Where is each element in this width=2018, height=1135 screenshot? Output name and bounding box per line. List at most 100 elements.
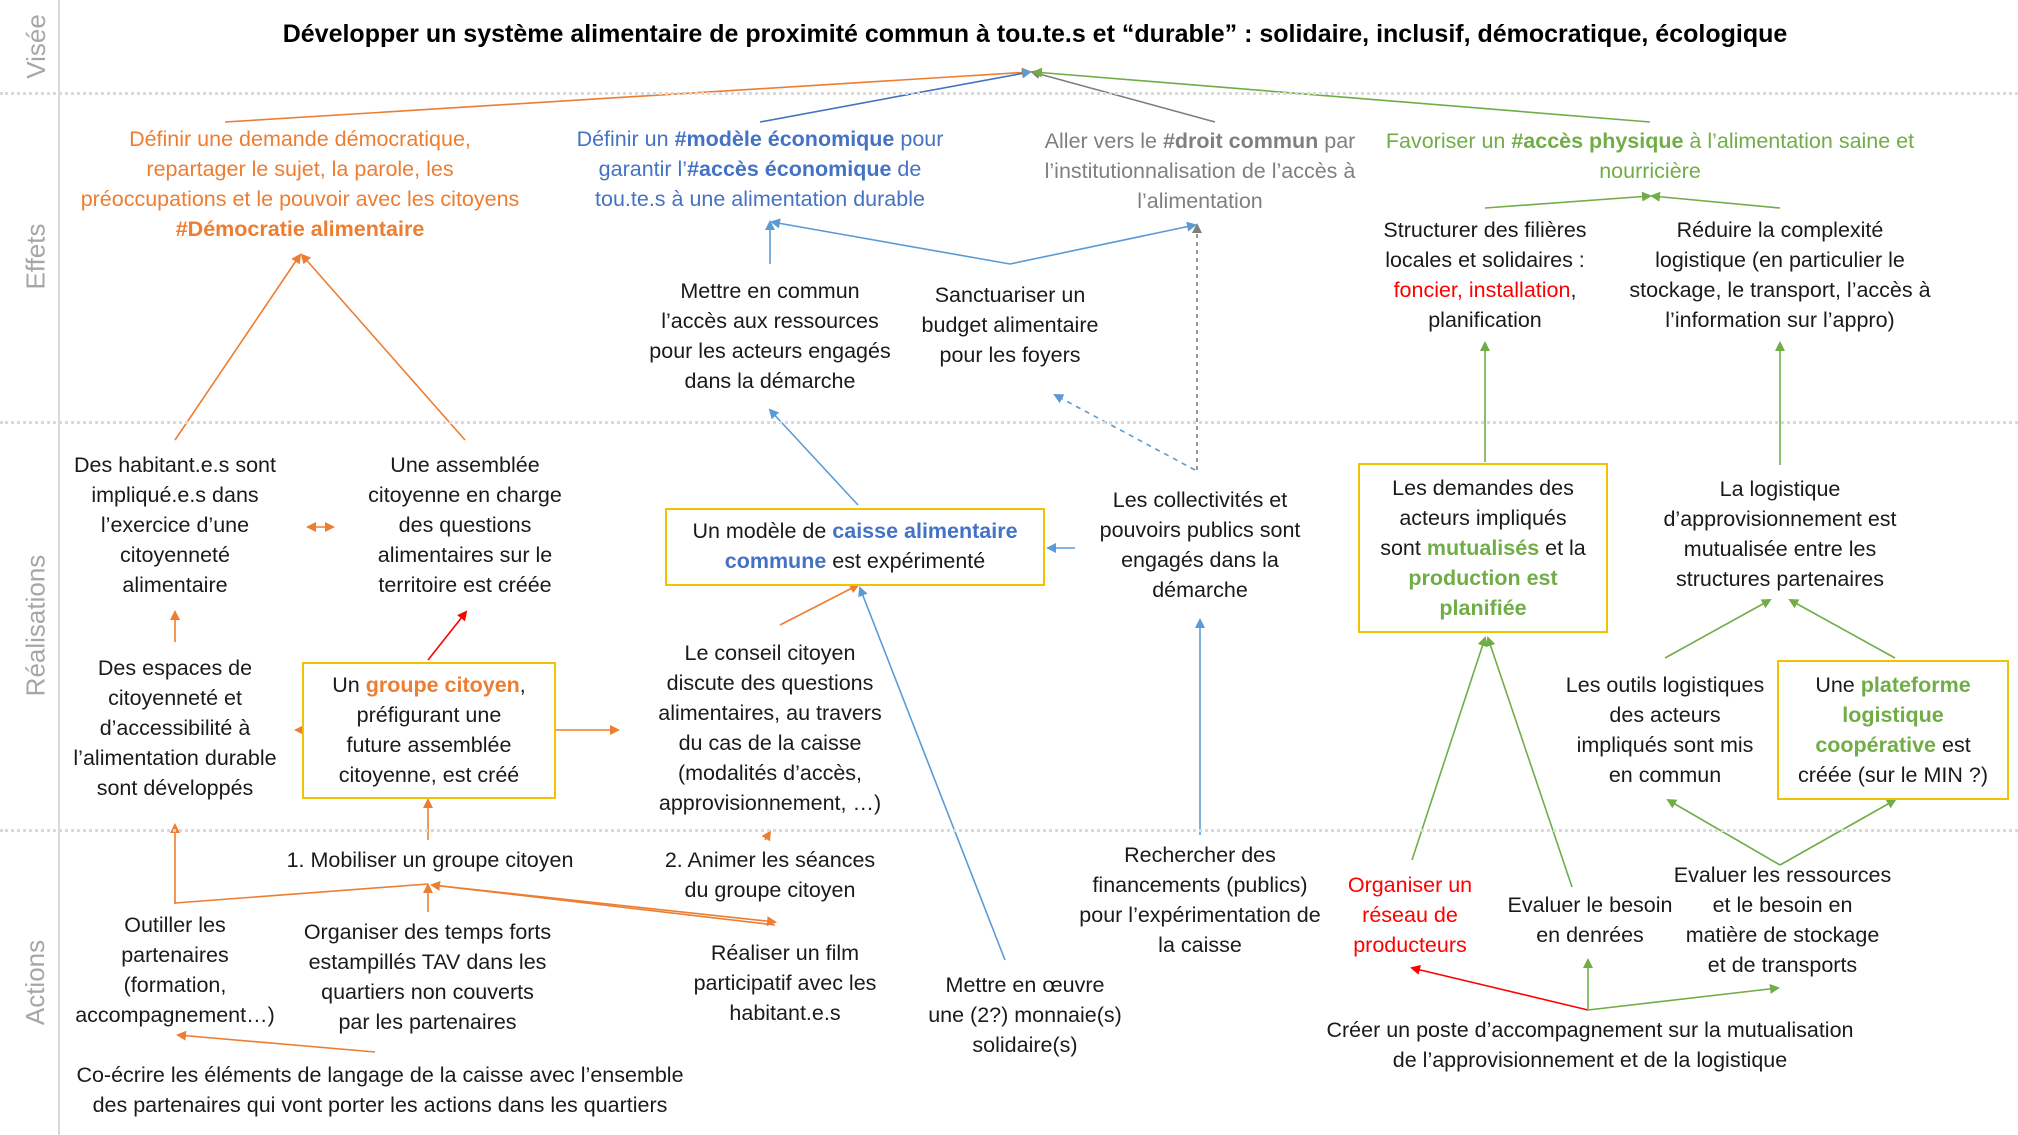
action-film-line1: Réaliser un film (710, 941, 860, 965)
effet-economique-line2: garantir l’#accès économique de (598, 157, 922, 181)
realisation-habitants-line1: Des habitant.e.s sont (74, 453, 276, 477)
action-stockage-line3: matière de stockage (1685, 923, 1880, 947)
realisation-demandes-mutualisees-box: Les demandes des acteurs impliqués sont … (1358, 463, 1608, 633)
realisation-outils-line4: en commun (1608, 763, 1722, 787)
realisation-assemblee-line4: alimentaires sur le (377, 543, 553, 567)
effet-filieres-line2: locales et solidaires : (1385, 248, 1585, 272)
action-film-participatif: Réaliser un film participatif avec les h… (660, 938, 910, 1028)
action-temps-line3: quartiers non couverts (321, 980, 534, 1004)
realisation-assemblee-line3: des questions (398, 513, 532, 537)
action-temps-line1: Organiser des temps forts (303, 920, 552, 944)
realisation-conseil-line3: alimentaires, au travers (658, 701, 882, 725)
effet-ressources-line1: Mettre en commun (680, 279, 860, 303)
arrow-stockage-to-plateforme (1779, 799, 1897, 866)
realisation-collectivites-line4: démarche (1152, 578, 1248, 602)
realisation-plateforme-line3: coopérative est (1815, 733, 1971, 757)
realisation-habitants-line4: citoyenneté (120, 543, 230, 567)
realisation-caisse-alimentaire-box: Un modèle de caisse alimentaire commune … (665, 508, 1045, 586)
effet-droit-line3: l’alimentation (1137, 189, 1263, 213)
band-label-visee: Visée (20, 13, 51, 79)
arrow-plateforme-to-logistique (1788, 599, 1896, 659)
action-temps-line2: estampillés TAV dans les (308, 950, 547, 974)
realisation-conseil-line4: du cas de la caisse (678, 731, 862, 755)
realisation-logistique-line2: d’approvisionnement est (1663, 507, 1897, 531)
action-financements-line1: Rechercher des (1124, 843, 1276, 867)
realisation-plateforme-line2: logistique (1842, 703, 1944, 727)
action-mobiliser-groupe: 1. Mobiliser un groupe citoyen (286, 848, 574, 872)
realisation-espaces-line1: Des espaces de (97, 656, 253, 680)
effet-complexite-line2: logistique (en particulier le (1655, 248, 1905, 272)
realisation-conseil-line2: discute des questions (666, 671, 874, 695)
realisation-assemblee-citoyenne: Une assemblée citoyenne en charge des qu… (340, 450, 590, 600)
action-financements-line2: financements (publics) (1092, 873, 1308, 897)
realisation-demandes-line5: planifiée (1439, 596, 1527, 620)
realisation-logistique-line1: La logistique (1719, 477, 1841, 501)
effet-democratie-alimentaire: Définir une demande démocratique, repart… (60, 124, 540, 244)
arrow-budget-to-economique (770, 218, 1011, 265)
effet-ressources-line4: dans la démarche (684, 369, 856, 393)
effet-democratie-line2: repartager le sujet, la parole, les (146, 157, 454, 181)
effet-acces-physique: Favoriser un #accès physique à l’aliment… (1360, 126, 1940, 186)
effet-complexite-line1: Réduire la complexité (1676, 218, 1884, 242)
realisation-espaces-citoyennete: Des espaces de citoyenneté et d’accessib… (60, 653, 290, 803)
action-coecrire-elements-langage: Co-écrire les éléments de langage de la … (60, 1060, 700, 1120)
action-film-line3: habitant.e.s (729, 1001, 841, 1025)
action-financements-line3: pour l’expérimentation de (1079, 903, 1321, 927)
realisation-plateforme-line1: Une plateforme (1815, 673, 1971, 697)
realisation-collectivites-line2: pouvoirs publics sont (1099, 518, 1301, 542)
realisation-groupe-line3: future assemblée (346, 733, 512, 757)
realisation-outils-line2: des acteurs (1609, 703, 1721, 727)
realisation-conseil-line5: (modalités d’accès, (677, 761, 863, 785)
arrow-budget-to-droit (1009, 221, 1197, 265)
realisation-logistique-line3: mutualisée entre les (1683, 537, 1877, 561)
arrow-habitants-to-democratie (174, 253, 302, 441)
realisation-collectivites-line1: Les collectivités et (1112, 488, 1288, 512)
action-poste-line2: de l’approvisionnement et de la logistiq… (1392, 1048, 1788, 1072)
arrow-coecrire-to-outiller (176, 1030, 376, 1053)
action-coecrire-line1: Co-écrire les éléments de langage de la … (76, 1063, 684, 1087)
action-evaluer-besoin-denrees: Evaluer le besoin en denrées (1490, 890, 1690, 950)
action-film-line2: participatif avec les (693, 971, 877, 995)
effet-filieres-line3: foncier, installation, (1393, 278, 1577, 302)
action-monnaie-line2: une (2?) monnaie(s) (928, 1003, 1122, 1027)
action-reseau-producteurs: Organiser un réseau de producteurs (1330, 870, 1490, 960)
band-label-effets: Effets (20, 223, 51, 290)
effet-droit-line1: Aller vers le #droit commun par (1044, 129, 1356, 153)
arrow-mobiliser-to-film (431, 884, 777, 927)
realisation-outils-line3: impliqués sont mis (1576, 733, 1754, 757)
realisation-assemblee-line5: territoire est créée (378, 573, 552, 597)
effet-democratie-line1: Définir une demande démocratique, (129, 127, 471, 151)
effet-droit-line2: l’institutionnalisation de l’accès à (1044, 159, 1356, 183)
effet-budget-line1: Sanctuariser un (934, 283, 1086, 307)
action-evaluer-stockage: Evaluer les ressources et le besoin en m… (1660, 860, 1905, 980)
arrow-poste-to-stockage (1587, 983, 1780, 1011)
action-monnaie-solidaire: Mettre en œuvre une (2?) monnaie(s) soli… (905, 970, 1145, 1060)
action-outiller-line2: partenaires (121, 943, 229, 967)
arrow-complexite-to-physique (1650, 191, 1781, 209)
arrow-stockage-to-outils (1666, 798, 1781, 866)
realisation-outils-logistiques: Les outils logistiques des acteurs impli… (1540, 670, 1790, 790)
action-reseau-line3: producteurs (1353, 933, 1467, 957)
realisation-habitants-line2: impliqué.e.s dans (91, 483, 259, 507)
action-outiller-line3: (formation, (123, 973, 227, 997)
arrow-conseil-to-caisse (779, 584, 860, 626)
action-temps-line4: par les partenaires (338, 1010, 517, 1034)
arrow-monnaie-to-caisse (858, 586, 1006, 961)
arrow-outiller-link (174, 883, 429, 904)
band-gutter-line (58, 0, 60, 1135)
action-animer-line1: 2. Animer les séances (664, 848, 876, 872)
realisation-habitants-line5: alimentaire (122, 573, 228, 597)
effet-economique-line1: Définir un #modèle économique pour (576, 127, 944, 151)
effet-reduire-complexite: Réduire la complexité logistique (en par… (1615, 215, 1945, 335)
action-temps-forts: Organiser des temps forts estampillés TA… (285, 917, 570, 1037)
realisation-habitants-line3: l’exercice d’une (100, 513, 250, 537)
realisation-demandes-line1: Les demandes des (1392, 476, 1574, 500)
realisation-groupe-line1: Un groupe citoyen, (332, 673, 526, 697)
action-outiller-line1: Outiller les (124, 913, 226, 937)
arrow-groupe-to-assemblee (427, 610, 468, 661)
action-coecrire-line2: des partenaires qui vont porter les acti… (92, 1093, 668, 1117)
arrow-animer-to-conseil (761, 830, 772, 842)
realisation-groupe-line2: préfigurant une (356, 703, 502, 727)
effet-complexite-line4: l’information sur l’appro) (1665, 308, 1895, 332)
